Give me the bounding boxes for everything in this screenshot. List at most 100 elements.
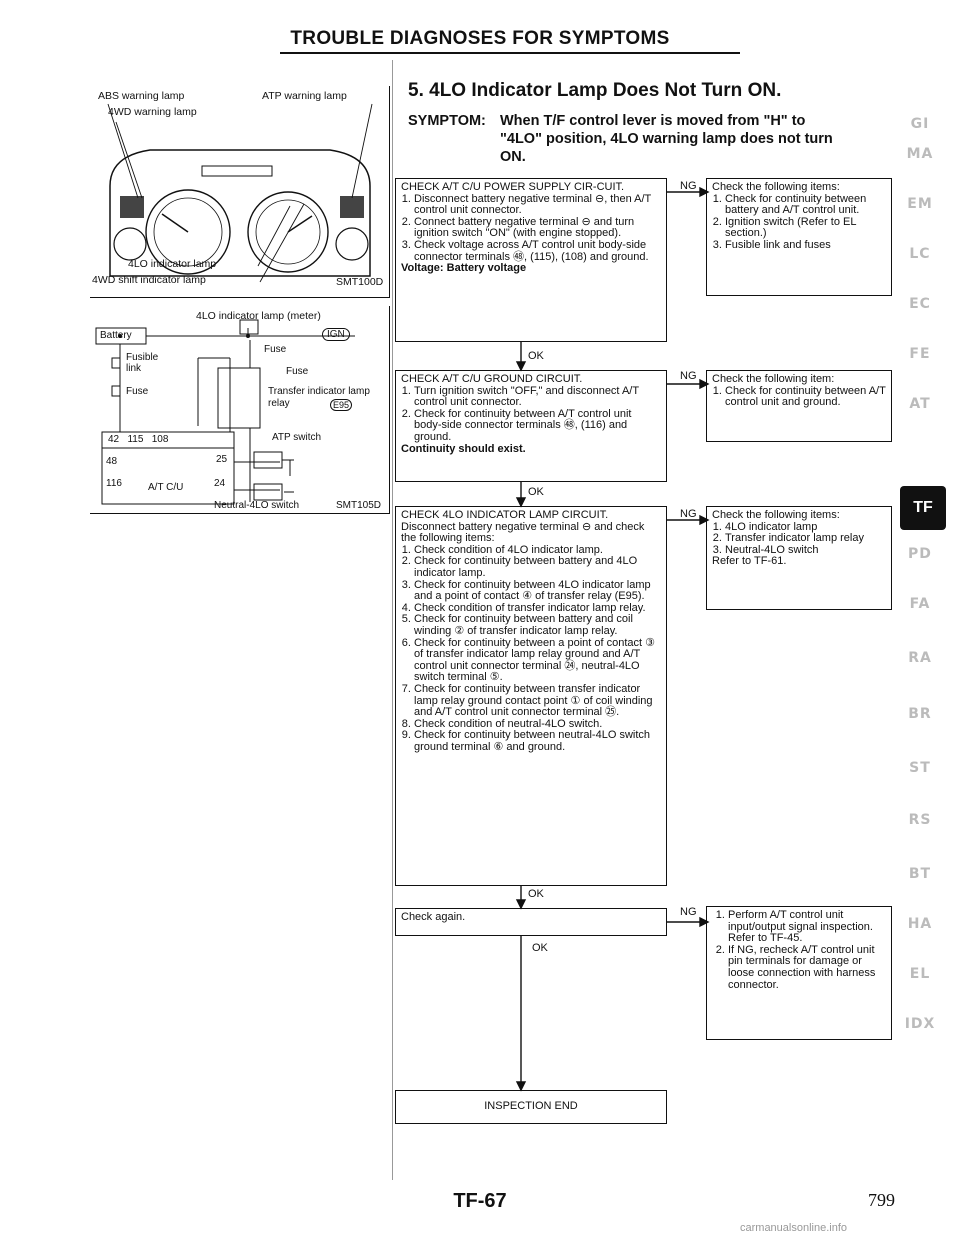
box3-intro: Disconnect battery negative terminal ⊖ a… [401,520,645,545]
box3-title: CHECK 4LO INDICATOR LAMP CIRCUIT. [401,509,609,521]
page-number: 799 [868,1190,895,1210]
tab-ra[interactable]: RA [908,650,932,666]
tab-idx[interactable]: IDX [904,1016,936,1032]
ng-label-4: NG [680,906,697,918]
box2-title: CHECK A/T C/U GROUND CIRCUIT. [401,373,583,385]
instrument-cluster-figure: ABS warning lamp ATP warning lamp 4WD wa… [90,86,390,298]
box3ng-step-1: 4LO indicator lamp [725,521,886,534]
fusible-link-label: Fusible link [126,352,159,374]
schematic-lines [95,319,355,505]
symptom-line-2: "4LO" position, 4LO warning lamp does no… [500,131,833,147]
page-header: TROUBLE DIAGNOSES FOR SYMPTOMS [290,28,670,49]
relay-connector-code: E95 [330,399,353,411]
fwd-warning-label: 4WD warning lamp [108,106,197,118]
4wd-shift-label: 4WD shift indicator lamp [92,274,206,286]
tab-br[interactable]: BR [908,706,932,722]
box2-step-1: Turn ignition switch "OFF," and disconne… [414,385,661,409]
final-ng-box: Perform A/T control unit input/output si… [706,906,892,1040]
neutral-switch-label: Neutral-4LO switch [214,500,300,511]
power-supply-ng-box: Check the following items: Check for con… [706,178,892,296]
tab-bt[interactable]: BT [908,866,932,882]
tab-lc[interactable]: LC [909,246,931,262]
atp-warning-label: ATP warning lamp [262,90,347,102]
figure-code: SMT100D [336,276,384,288]
header-rule [280,52,740,54]
abs-warning-label: ABS warning lamp [98,90,185,102]
box5-title: INSPECTION END [484,1100,578,1112]
tab-st[interactable]: ST [909,760,931,776]
tab-ha[interactable]: HA [907,916,933,932]
ok-label-4: OK [532,942,548,954]
box3ng-step-2: Transfer indicator lamp relay [725,533,886,545]
tab-ma[interactable]: MA [906,146,934,162]
box1ng-step-2: Ignition switch (Refer to EL section.) [725,216,886,240]
ng-label-1: NG [680,180,697,192]
box3ng-title: Check the following items: [712,509,840,521]
box3-step-8: Check condition of neutral-4LO switch. [414,718,661,731]
box3ng-refer: Refer to TF-61. [712,555,787,568]
ok-label-1: OK [528,350,544,362]
ign-label: IGN [322,328,350,341]
box1ng-step-1: Check for continuity between battery and… [725,193,886,217]
tab-rs[interactable]: RS [908,812,932,828]
box4ng-step-2: If NG, recheck A/T control unit pin term… [728,944,886,991]
watermark: carmanualsonline.info [740,1222,848,1234]
inspection-end-box: INSPECTION END [395,1090,667,1124]
cluster-illustration [107,103,373,283]
box3-step-7: Check for continuity between transfer in… [414,683,661,719]
fuse-right-label: Fuse [286,366,309,377]
tab-fa[interactable]: FA [909,596,931,612]
battery-label: Battery [100,330,132,341]
check-ground-circuit-box: CHECK A/T C/U GROUND CIRCUIT. Turn ignit… [395,370,667,482]
tab-em[interactable]: EM [907,196,933,212]
check-lamp-circuit-box: CHECK 4LO INDICATOR LAMP CIRCUIT. Discon… [395,506,667,886]
fuse-left-label: Fuse [126,386,149,397]
check-power-supply-box: CHECK A/T C/U POWER SUPPLY CIR-CUIT. Dis… [395,178,667,342]
box1-step-1: Disconnect battery negative terminal ⊖, … [414,193,661,217]
box3ng-step-3: Neutral-4LO switch [725,544,886,557]
ground-circuit-ng-box: Check the following item: Check for cont… [706,370,892,442]
tab-pd[interactable]: PD [908,546,932,562]
box4ng-step-1: Perform A/T control unit input/output si… [728,909,886,945]
fuse-top-label: Fuse [264,344,287,355]
symptom-line-3: ON. [500,149,526,165]
box3-step-3: Check for continuity between 4LO indicat… [414,579,661,603]
box1-result: Voltage: Battery voltage [401,262,527,275]
column-divider [392,60,393,1180]
4lo-indicator-label: 4LO indicator lamp [128,258,217,270]
tab-el[interactable]: EL [909,966,931,982]
box4-title: Check again. [401,911,466,923]
lamp-meter-label: 4LO indicator lamp (meter) [196,310,321,322]
tab-fe[interactable]: FE [909,346,931,362]
symptom-label: SYMPTOM: [408,113,486,129]
symptom-line-1: When T/F control lever is moved from "H"… [500,113,806,129]
atcu-label: A/T C/U [148,482,184,493]
box2ng-step-1: Check for continuity between A/T control… [725,385,886,409]
check-again-box: Check again. [395,908,667,936]
box3-step-5: Check for continuity between battery and… [414,613,661,637]
box2-step-2: Check for continuity between A/T control… [414,408,661,444]
box1ng-title: Check the following items: [712,181,840,193]
wiring-schematic-figure: 4LO indicator lamp (meter) Battery IGN F… [90,306,390,514]
transfer-relay-label: Transfer indicator lamp relay [268,386,370,409]
tab-gi[interactable]: GI [910,116,930,132]
box1-title: CHECK A/T C/U POWER SUPPLY CIR-CUIT. [401,181,625,193]
atp-switch-label: ATP switch [272,432,322,443]
terminal-48-label: 48 [106,456,118,467]
terminal-24-label: 24 [214,478,226,489]
box1-step-2: Connect battery negative terminal ⊖ and … [414,216,661,240]
box2ng-title: Check the following item: [712,373,835,385]
box3-step-9: Check for continuity between neutral-4LO… [414,729,661,753]
box1ng-step-3: Fusible link and fuses [725,239,886,252]
tab-tf-active[interactable]: TF [900,486,946,530]
tab-at[interactable]: AT [909,396,931,412]
section-title: 5. 4LO Indicator Lamp Does Not Turn ON. [408,80,782,101]
tab-ec[interactable]: EC [909,296,931,312]
box3-step-4: Check condition of transfer indicator la… [414,602,661,615]
box3-step-1: Check condition of 4LO indicator lamp. [414,544,661,557]
ok-label-2: OK [528,486,544,498]
box2-result: Continuity should exist. [401,442,526,455]
terminal-116-label: 116 [106,478,122,489]
page-code: TF-67 [453,1190,507,1212]
box1-step-3: Check voltage across A/T control unit bo… [414,239,661,263]
